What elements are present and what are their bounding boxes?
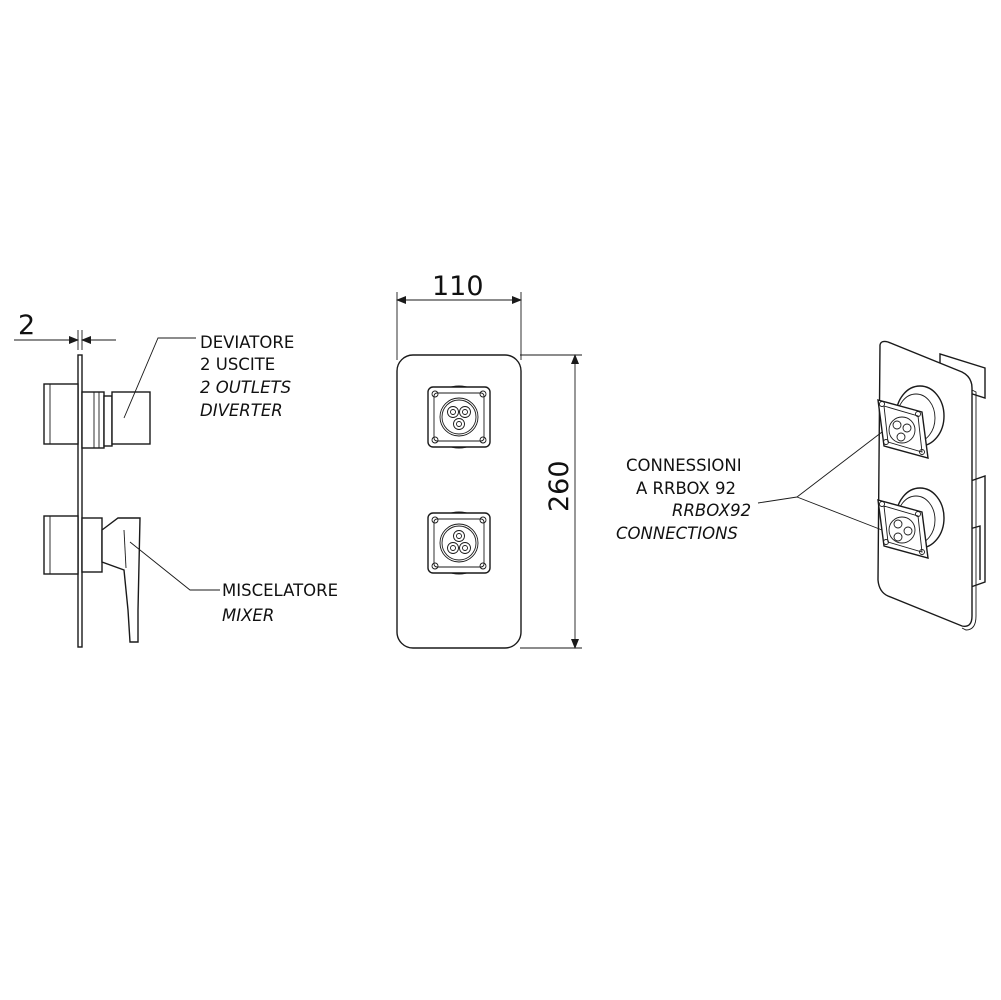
front-view: 110 260 [396,271,582,649]
width-dimension: 110 [396,271,522,360]
iso-plate [877,340,973,627]
connections-label-en-2: CONNECTIONS [616,524,738,543]
height-dimension: 260 [520,354,582,649]
mixer-leader [129,541,220,591]
diverter-label-en-1: 2 OUTLETS [200,378,291,397]
diverter-leader [123,337,196,419]
rear-box [939,353,986,399]
iso-connection-lower [877,487,945,559]
front-plate [396,354,522,649]
connections-leader-lower [796,496,883,531]
side-view: 2 DEVIATORE 2 USCITE 2 OUTLETS [14,310,338,648]
front-connection-upper [427,385,491,449]
diverter-label-it-1: DEVIATORE [200,333,294,352]
front-connection-lower [427,511,491,575]
height-label: 260 [544,460,575,512]
side-plate [77,354,83,648]
thickness-dimension: 2 [14,310,116,350]
mixer-label-it: MISCELATORE [222,581,338,600]
iso-connection-upper [877,385,945,459]
thickness-label: 2 [18,310,35,341]
connections-label-it-2: A RRBOX 92 [636,479,736,498]
isometric-view: CONNESSIONI A RRBOX 92 RRBOX92 CONNECTIO… [616,340,986,631]
width-label: 110 [432,271,484,302]
diverter-side [43,383,151,449]
connections-leader-upper [757,496,798,504]
connections-label-en-1: RRBOX92 [672,501,751,520]
diverter-label-en-2: DIVERTER [200,401,283,420]
connections-label-it-1: CONNESSIONI [626,456,742,475]
diverter-label-it-2: 2 USCITE [200,355,275,374]
mixer-side [43,515,141,643]
mixer-label-en: MIXER [222,606,274,625]
